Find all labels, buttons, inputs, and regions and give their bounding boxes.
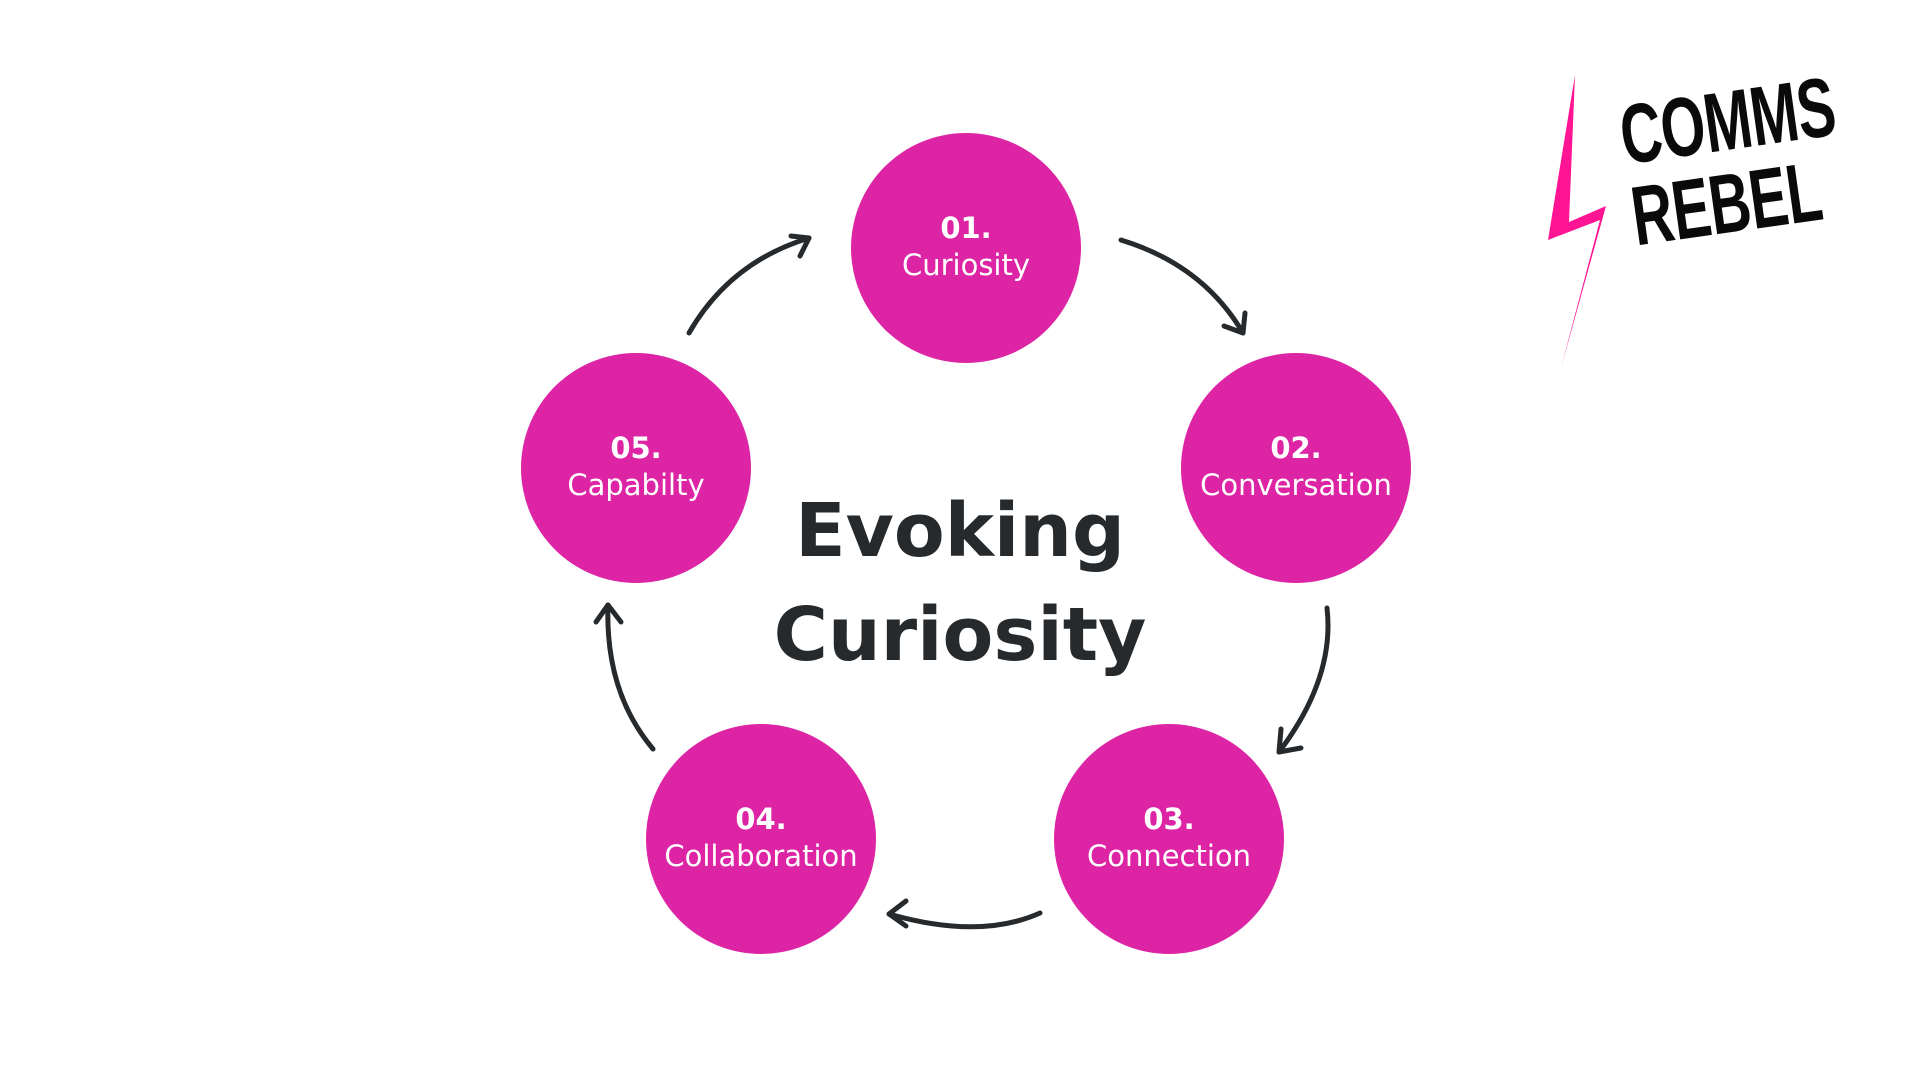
node-number: 03. (1143, 802, 1195, 837)
cycle-node-2: 02. Conversation (1181, 353, 1411, 583)
center-title: Evoking Curiosity (700, 480, 1220, 687)
arrow-2-to-3 (1276, 605, 1331, 755)
logo-wordmark: COMMS REBEL (1614, 59, 1851, 264)
node-label: Curiosity (901, 247, 1031, 282)
cycle-node-3: 03. Connection (1054, 724, 1284, 954)
node-label: Connection (1086, 838, 1252, 873)
cycle-node-4: 04. Collaboration (646, 724, 876, 954)
cycle-node-5: 05. Capabilty (521, 353, 751, 583)
comms-rebel-logo (1548, 75, 1606, 368)
center-title-line-1: Evoking (795, 488, 1125, 574)
cycle-node-1: 01. Curiosity (851, 133, 1081, 363)
arrow-5-to-1 (686, 233, 812, 336)
node-label: Capabilty (567, 467, 705, 502)
arrow-4-to-5 (593, 602, 656, 752)
node-number: 04. (735, 802, 787, 837)
node-number: 05. (610, 431, 662, 466)
center-title-line-2: Curiosity (773, 591, 1147, 678)
node-number: 01. (940, 211, 992, 246)
node-number: 02. (1270, 431, 1322, 466)
arrow-1-to-2 (1118, 237, 1248, 336)
node-label: Conversation (1200, 467, 1392, 502)
lightning-bolt-icon (1548, 75, 1606, 368)
node-label: Collaboration (664, 838, 858, 873)
arrow-3-to-4 (886, 898, 1043, 930)
